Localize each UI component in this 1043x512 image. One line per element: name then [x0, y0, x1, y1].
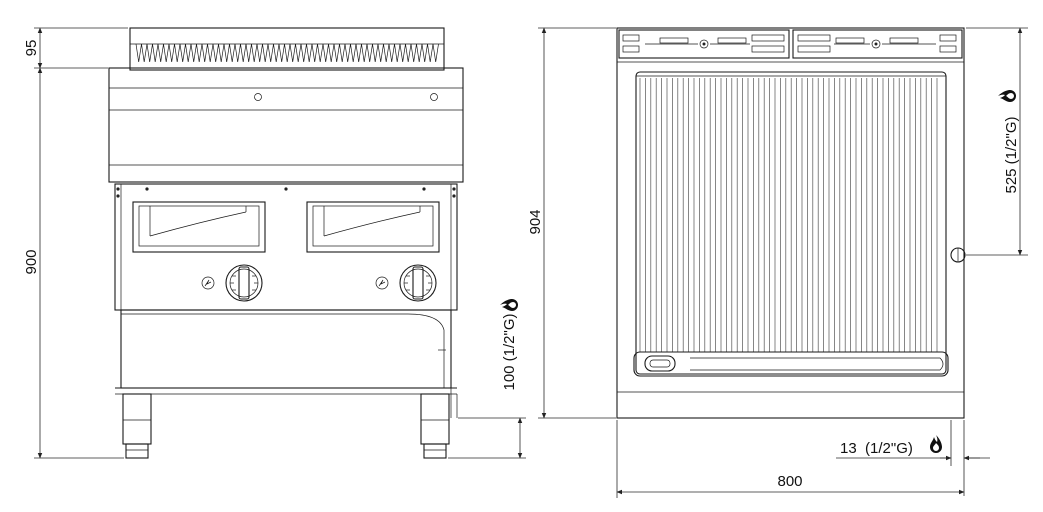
grill-rib: [251, 43, 258, 63]
grill-rib: [284, 43, 291, 63]
front-dimensions: 95 900 100 (1/2"G): [23, 27, 526, 459]
grill-rib: [421, 43, 428, 63]
grill-rib: [146, 43, 153, 63]
grill-rib: [322, 43, 329, 63]
grill-ribs: [130, 43, 444, 63]
dim-top-height: 95: [23, 40, 40, 57]
grill-rib: [152, 43, 159, 63]
gas-flame-icon: [500, 299, 518, 311]
grill-rib: [212, 43, 219, 63]
grill-rib: [256, 43, 263, 63]
dim-gas-offset: 13 (1/2"G): [840, 440, 913, 457]
grill-rib: [344, 43, 351, 63]
grill-rib: [218, 43, 225, 63]
grill-rib: [361, 43, 368, 63]
grill-rib: [372, 43, 379, 63]
grill-rib: [141, 43, 148, 63]
grill-rib: [262, 43, 269, 63]
grill-rib: [234, 43, 241, 63]
grill-rib: [383, 43, 390, 63]
grill-rib: [388, 43, 395, 63]
gas-flame-icon: [930, 435, 942, 453]
grill-rib: [317, 43, 324, 63]
dim-width: 800: [777, 473, 802, 490]
grill-plate-ribs: [639, 78, 938, 352]
grill-rib: [333, 43, 340, 63]
knob-right: [375, 264, 437, 302]
dim-gas-position: 525 (1/2"G): [1003, 116, 1020, 193]
dim-total-height: 900: [23, 249, 40, 274]
grill-rib: [399, 43, 406, 63]
top-rail-slots: [622, 34, 957, 53]
grill-rib: [278, 43, 285, 63]
grill-rib: [174, 43, 181, 63]
grill-rib: [394, 43, 401, 63]
grill-rib: [185, 43, 192, 63]
grill-rib: [300, 43, 307, 63]
grill-rib: [223, 43, 230, 63]
grill-rib: [427, 43, 434, 63]
foot-left: [122, 393, 152, 459]
grill-rib: [295, 43, 302, 63]
grill-rib: [190, 43, 197, 63]
grill-rib: [201, 43, 208, 63]
grill-rib: [240, 43, 247, 63]
top-view: [616, 27, 966, 419]
grill-rib: [273, 43, 280, 63]
grill-rib: [328, 43, 335, 63]
grill-rib: [306, 43, 313, 63]
grill-rib: [377, 43, 384, 63]
grill-rib: [229, 43, 236, 63]
grill-rib: [339, 43, 346, 63]
grill-rib: [410, 43, 417, 63]
dim-gas-height: 100 (1/2"G): [501, 313, 518, 390]
grill-rib: [157, 43, 164, 63]
front-view: [108, 27, 464, 459]
drip-drawer-left: [132, 201, 266, 253]
grill-rib: [168, 43, 175, 63]
grill-rib: [416, 43, 423, 63]
dim-depth: 904: [527, 209, 544, 234]
grill-rib: [355, 43, 362, 63]
foot-right: [420, 393, 450, 459]
grill-rib: [289, 43, 296, 63]
grill-rib: [163, 43, 170, 63]
gas-flame-icon: [998, 90, 1016, 102]
grill-rib: [135, 43, 142, 63]
grill-rib: [267, 43, 274, 63]
grill-rib: [196, 43, 203, 63]
grill-rib: [207, 43, 214, 63]
grill-rib: [179, 43, 186, 63]
grill-rib: [432, 43, 439, 63]
top-dimensions: 904 525 (1/2"G) 13 (1/2"G) 800: [527, 27, 1028, 498]
grill-rib: [311, 43, 318, 63]
drip-drawer-right: [306, 201, 440, 253]
grill-rib: [350, 43, 357, 63]
grill-rib: [366, 43, 373, 63]
knob-left: [201, 264, 263, 302]
grill-rib: [245, 43, 252, 63]
grill-rib: [405, 43, 412, 63]
